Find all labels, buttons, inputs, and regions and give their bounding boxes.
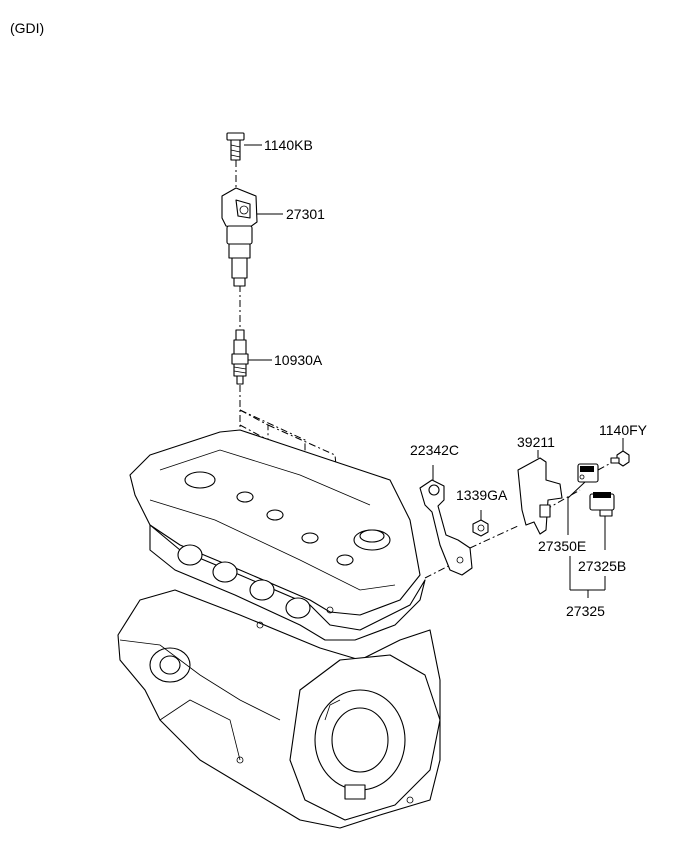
bolt-1140fy	[610, 438, 630, 467]
nut-1339ga	[472, 510, 489, 537]
callout-27325b: 27325B	[578, 558, 626, 574]
callout-27350e: 27350E	[538, 538, 586, 554]
callout-10930a: 10930A	[274, 352, 323, 368]
sensor-27325b	[589, 492, 615, 550]
spark-plug-10930a	[231, 329, 272, 385]
callout-1140kb: 1140KB	[264, 137, 313, 153]
callout-27325: 27325	[566, 603, 605, 619]
callout-1140fy: 1140FY	[599, 422, 648, 438]
callout-27301: 27301	[286, 206, 325, 222]
sensor-bracket-39211	[517, 450, 563, 535]
ignition-coil-27301	[221, 187, 283, 287]
bracket-22342c	[419, 465, 473, 576]
group-bracket-27325	[569, 556, 606, 598]
callout-39211: 39211	[517, 434, 555, 450]
bolt-1140kb	[226, 132, 262, 161]
callout-22342c: 22342C	[410, 442, 459, 458]
callout-1339ga: 1339GA	[456, 487, 508, 503]
sensor-27350e	[567, 463, 599, 535]
engine-variant-label: (GDI)	[10, 20, 45, 36]
engine-assembly	[117, 429, 441, 829]
